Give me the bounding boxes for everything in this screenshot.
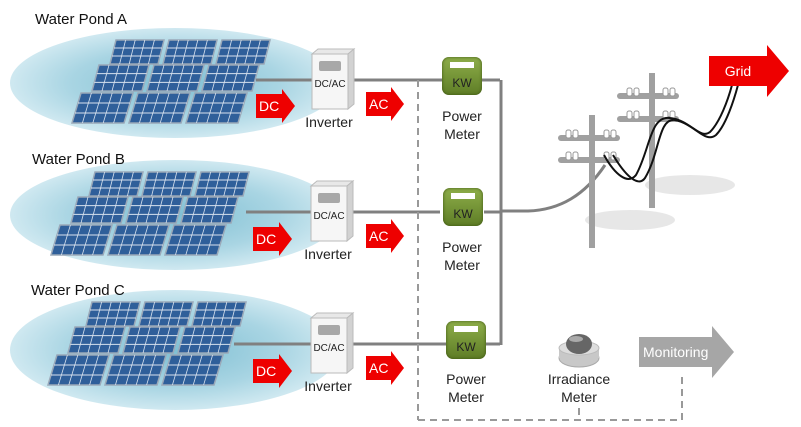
arrow-head-icon (712, 326, 735, 378)
inverter-c: DC/AC (309, 311, 355, 375)
solar-panel (191, 301, 247, 327)
irradiance-meter-label: Irradiance Meter (547, 371, 611, 405)
solar-panel (70, 92, 135, 124)
arrow-head-icon (391, 219, 405, 253)
ac-arrow-c: AC (366, 351, 405, 385)
solar-panel (162, 39, 218, 65)
arrow-head-icon (767, 45, 789, 97)
solar-panel (180, 196, 239, 224)
arrow-head-icon (279, 222, 293, 256)
dc-arrow-b: DC (253, 222, 293, 256)
wire-to-pole (500, 164, 607, 213)
solar-array-a (70, 39, 271, 124)
solar-panel (49, 224, 114, 256)
inverter-label-c: Inverter (304, 378, 352, 394)
inverter-icon (309, 311, 355, 375)
solar-panel (184, 92, 249, 124)
inverter-a: DC/AC (310, 47, 356, 111)
inverter-icon (310, 47, 356, 111)
solar-panel (109, 39, 165, 65)
solar-panel (70, 196, 129, 224)
arrow-head-icon (391, 351, 405, 385)
inverter-label-b: Inverter (304, 246, 352, 262)
solar-panel (146, 64, 205, 92)
solar-panel (125, 196, 184, 224)
arrow-head-icon (279, 354, 293, 388)
solar-panel (160, 354, 225, 386)
solar-array-c (46, 301, 247, 386)
solar-panel (127, 92, 192, 124)
inverter-icon (309, 179, 355, 243)
solar-panel (106, 224, 171, 256)
pond-label-b: Water Pond B (32, 151, 125, 168)
monitoring-arrow: Monitoring (639, 326, 735, 378)
pond-label-c: Water Pond C (31, 282, 125, 299)
dc-arrow-c: DC (253, 354, 293, 388)
ac-arrow-a: AC (366, 87, 405, 121)
power-meter-a: KW (442, 57, 482, 95)
power-meter-c: KW (446, 321, 486, 359)
solar-panel (103, 354, 168, 386)
inverter-b: DC/AC (309, 179, 355, 243)
solar-panel (67, 326, 126, 354)
solar-panel (163, 224, 228, 256)
solar-array-b (49, 171, 250, 256)
solar-panel (194, 171, 250, 197)
power-meter-b: KW (443, 188, 483, 226)
arrow-head-icon (282, 89, 296, 123)
solar-panel (122, 326, 181, 354)
solar-panel (177, 326, 236, 354)
solar-panel (215, 39, 271, 65)
inverter-label-a: Inverter (305, 114, 353, 130)
irradiance-sensor-icon (558, 334, 600, 368)
utility-pole-near (558, 115, 620, 248)
solar-panel (201, 64, 260, 92)
solar-panel (46, 354, 111, 386)
solar-panel (91, 64, 150, 92)
dc-arrow-a: DC (256, 89, 296, 123)
solar-panel (85, 301, 141, 327)
solar-panel (88, 171, 144, 197)
solar-panel (138, 301, 194, 327)
arrow-head-icon (391, 87, 405, 121)
solar-panel (141, 171, 197, 197)
pond-label-a: Water Pond A (35, 11, 127, 28)
grid-arrow: Grid (709, 45, 789, 97)
ac-arrow-b: AC (366, 219, 405, 253)
